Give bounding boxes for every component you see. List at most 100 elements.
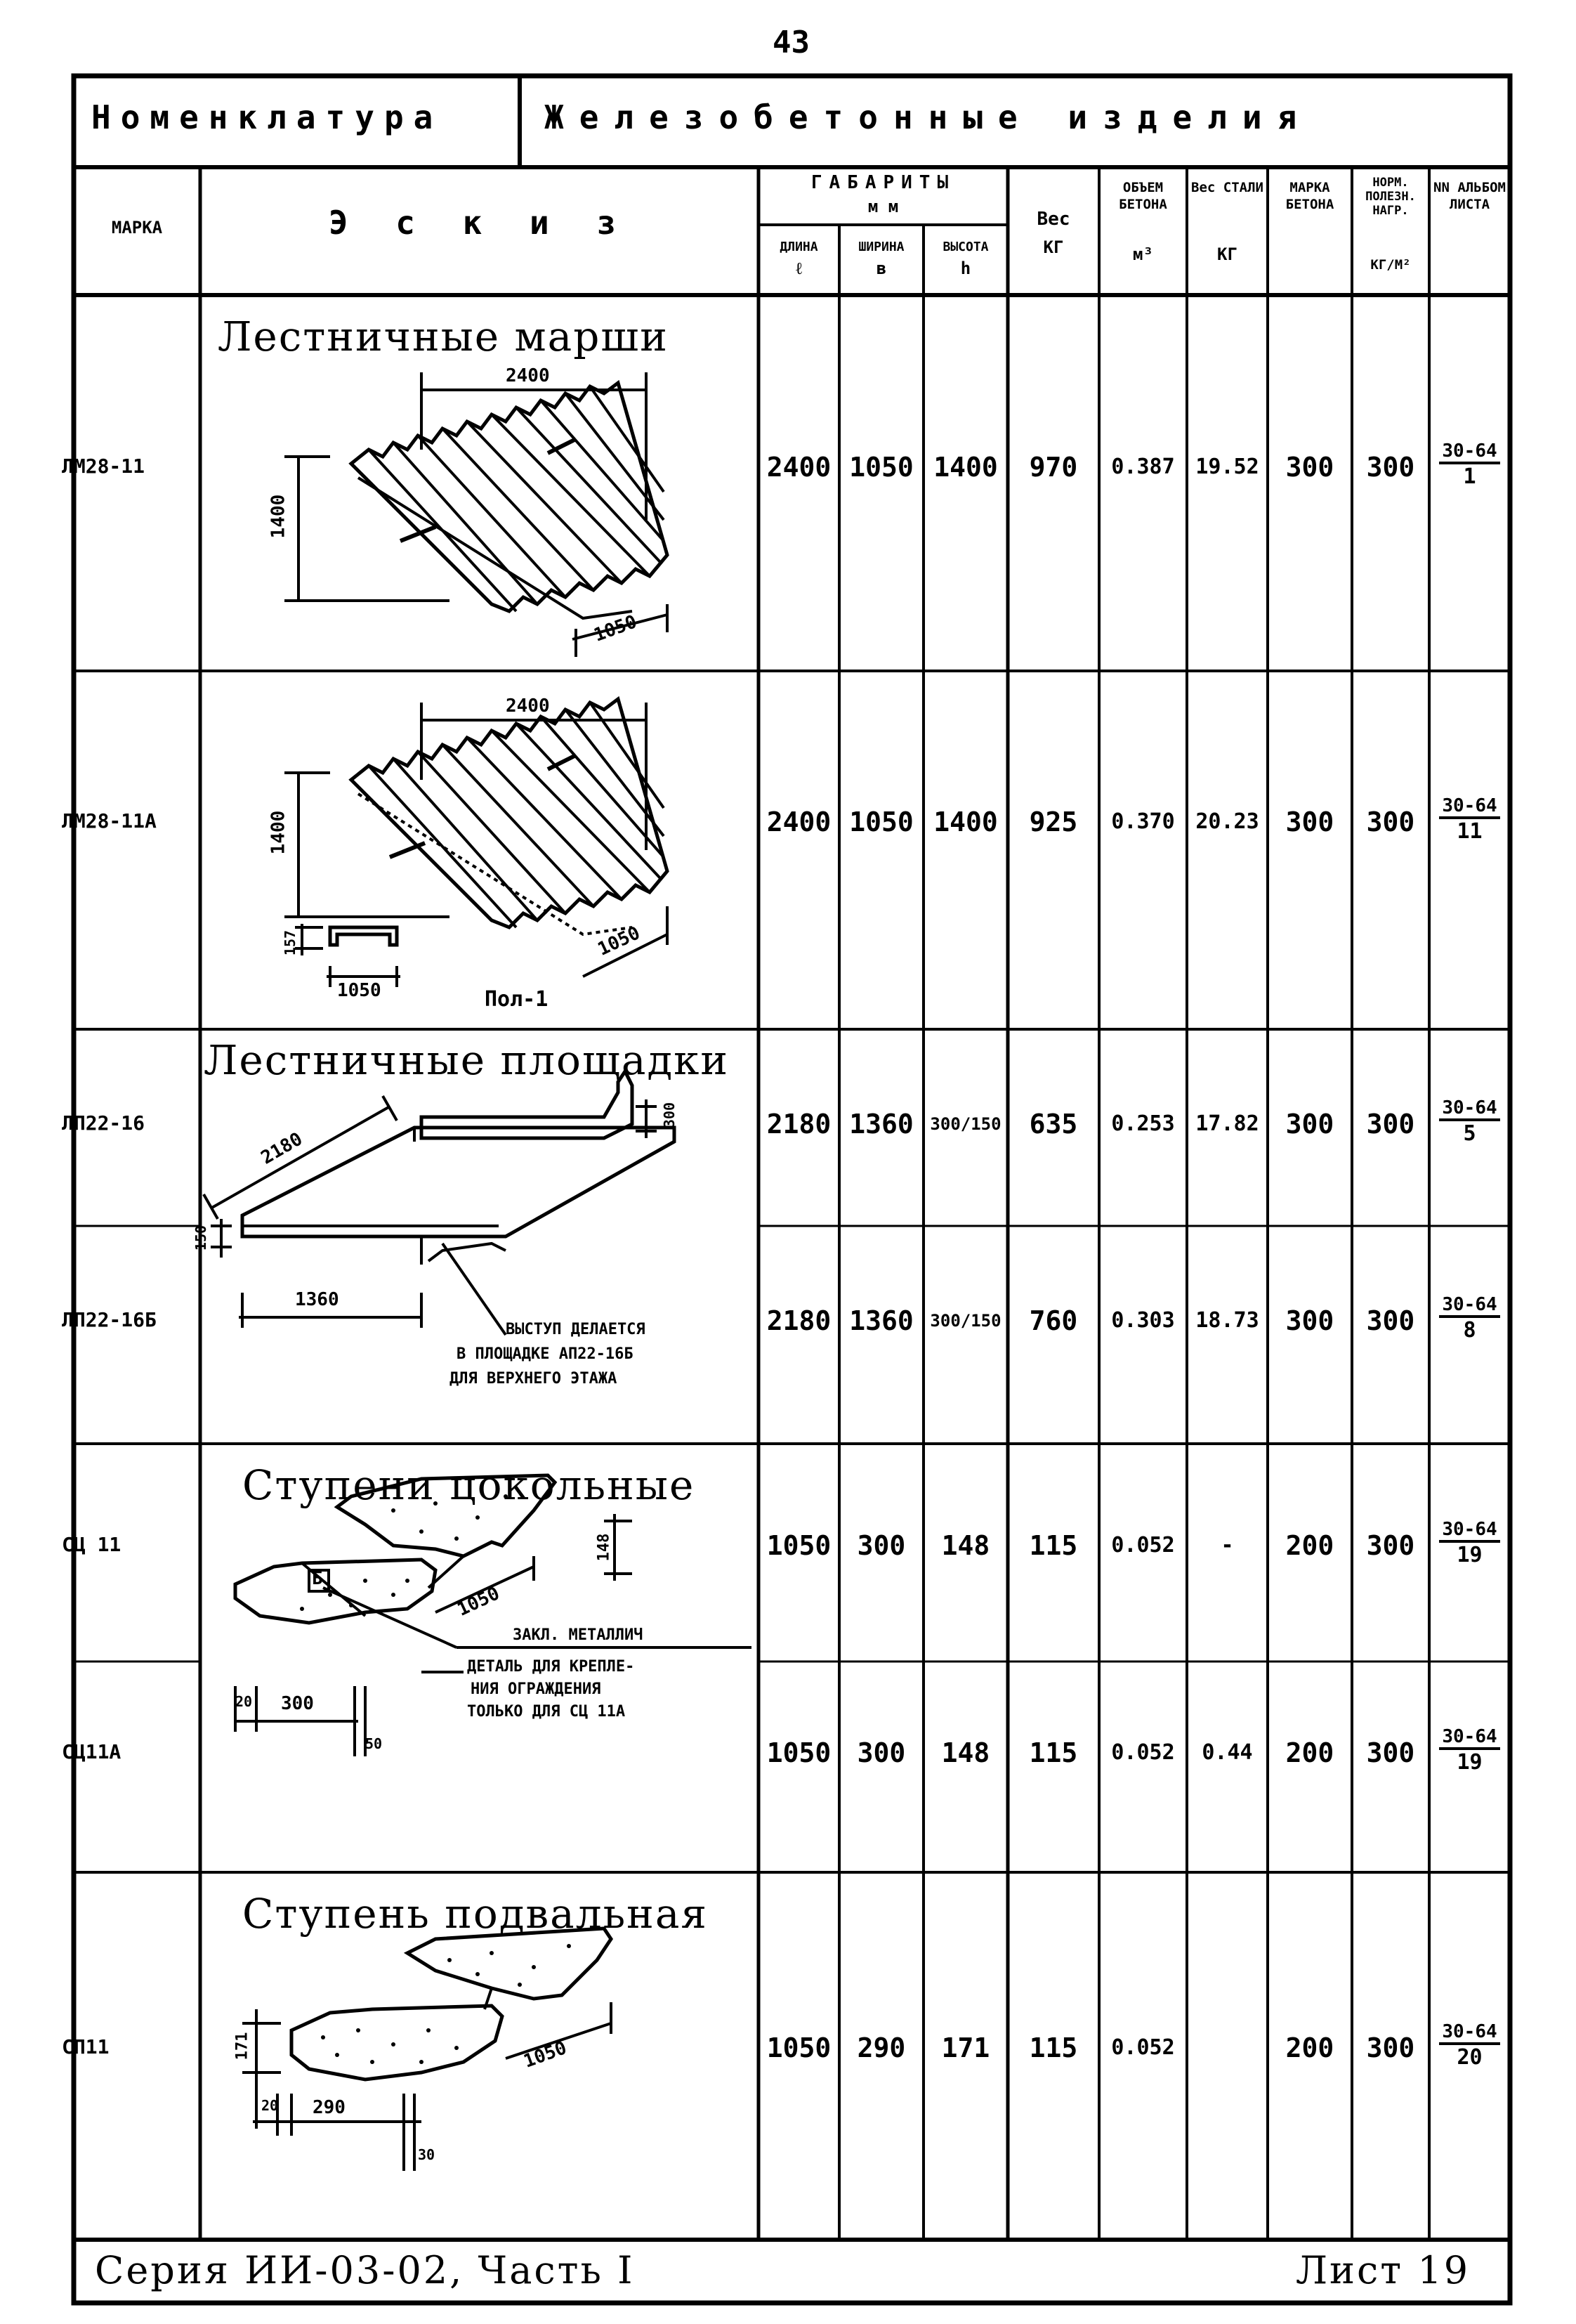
dim-label: 300 bbox=[661, 1102, 678, 1128]
series-label: Серия ИИ-03-02, Часть I bbox=[95, 2248, 635, 2292]
col-eskiz: Э с к и з bbox=[328, 204, 631, 242]
album-sheet: 11 bbox=[1457, 819, 1483, 844]
dim-label: 1400 bbox=[268, 494, 289, 539]
landing-sketch bbox=[202, 1068, 676, 1336]
dim-label: 290 bbox=[313, 2097, 346, 2118]
cell-shirina: 1050 bbox=[849, 452, 914, 483]
cell-ves: 925 bbox=[1029, 807, 1078, 837]
cell-norm: 300 bbox=[1366, 1737, 1415, 1768]
cell-dlina: 1050 bbox=[766, 2032, 832, 2063]
note-text: ДЛЯ ВЕРХНЕГО ЭТАЖА bbox=[449, 1370, 617, 1388]
cell-ves: 115 bbox=[1029, 1737, 1078, 1768]
cell-norm: 300 bbox=[1366, 1530, 1415, 1561]
cell-vysota: 1400 bbox=[933, 452, 998, 483]
cell-dlina: 2400 bbox=[766, 452, 832, 483]
col-norm: НОРМ. ПОЛЕЗН. НАГР. bbox=[1365, 176, 1416, 218]
album-sheet: 8 bbox=[1463, 1318, 1476, 1343]
dim-label: 1050 bbox=[337, 980, 381, 1001]
cell-stal: 18.73 bbox=[1195, 1308, 1259, 1333]
col-ves: Вес bbox=[1037, 209, 1070, 230]
dim-label: 148 bbox=[595, 1533, 613, 1562]
note-text: ДЕТАЛЬ ДЛЯ КРЕПЛЕ- bbox=[467, 1658, 635, 1676]
album-number: 30-64 bbox=[1439, 2021, 1500, 2045]
cell-stal: 19.52 bbox=[1195, 455, 1259, 479]
page-number: 43 bbox=[773, 25, 810, 60]
note-text: В ПЛОЩАДКЕ АП22-16Б bbox=[457, 1345, 633, 1363]
cell-shirina: 300 bbox=[857, 1530, 906, 1561]
cell-beton: 300 bbox=[1285, 452, 1334, 483]
cell-obem: 0.052 bbox=[1111, 1533, 1175, 1558]
plinth-step-sketch bbox=[233, 1473, 751, 1756]
note-text: ЗАКЛ. МЕТАЛЛИЧ bbox=[513, 1626, 643, 1644]
album-sheet: 19 bbox=[1457, 1750, 1483, 1775]
cell-obem: 0.387 bbox=[1111, 455, 1175, 479]
dim-label: 300 bbox=[281, 1693, 314, 1714]
cell-vysota: 148 bbox=[941, 1530, 990, 1561]
row-mark: ЛМ28-11А bbox=[62, 809, 157, 833]
dim-label: 1400 bbox=[268, 810, 289, 855]
cell-ves: 115 bbox=[1029, 2032, 1078, 2063]
cell-obem: 0.253 bbox=[1111, 1111, 1175, 1136]
dim-label: 50 bbox=[365, 1735, 383, 1752]
album-sheet: 5 bbox=[1463, 1121, 1476, 1146]
section-title-stair-flights: Лестничные марши bbox=[218, 313, 669, 360]
row-mark: СЦ11А bbox=[62, 1740, 122, 1763]
cell-dlina: 1050 bbox=[766, 1737, 832, 1768]
cell-shirina: 290 bbox=[857, 2032, 906, 2063]
col-shirina-symbol: в bbox=[876, 259, 887, 278]
cell-dlina: 2400 bbox=[766, 807, 832, 837]
dim-label: 2400 bbox=[506, 365, 550, 386]
dim-label: 30 bbox=[418, 2146, 435, 2163]
dim-label: 150 bbox=[192, 1225, 210, 1251]
sheet-label: Лист 19 bbox=[1296, 2248, 1471, 2292]
col-album: NN АЛЬБОМ ЛИСТА bbox=[1433, 180, 1506, 212]
cell-norm: 300 bbox=[1366, 807, 1415, 837]
col-shirina: ШИРИНА bbox=[858, 240, 905, 254]
col-ves-stali-unit: КГ bbox=[1217, 244, 1237, 264]
cell-ves: 115 bbox=[1029, 1530, 1078, 1561]
cell-norm: 300 bbox=[1366, 1109, 1415, 1140]
cell-dlina: 2180 bbox=[766, 1109, 832, 1140]
col-norm-unit: КГ/М² bbox=[1370, 257, 1411, 273]
section-title-landings: Лестничные площадки bbox=[204, 1036, 730, 1084]
section-label: Пол-1 bbox=[485, 987, 549, 1012]
cell-shirina: 1050 bbox=[849, 807, 914, 837]
album-number: 30-64 bbox=[1439, 1726, 1500, 1750]
cell-vysota: 1400 bbox=[933, 807, 998, 837]
part-letter: Б bbox=[312, 1568, 323, 1589]
nomenclature-label: Номенклатура bbox=[91, 98, 443, 136]
col-gabarity-unit: м м bbox=[867, 197, 899, 216]
album-sheet: 19 bbox=[1457, 1543, 1483, 1567]
col-gabarity: ГАБАРИТЫ bbox=[810, 172, 956, 193]
album-sheet: 1 bbox=[1463, 464, 1476, 489]
cell-shirina: 1360 bbox=[849, 1109, 914, 1140]
dim-label: 20 bbox=[261, 2097, 279, 2114]
cell-norm: 300 bbox=[1366, 2032, 1415, 2063]
document-title: Железобетонные изделия bbox=[544, 98, 1313, 136]
dim-label: 171 bbox=[233, 2032, 251, 2061]
cell-stal: - bbox=[1221, 1533, 1234, 1558]
cell-obem: 0.052 bbox=[1111, 2035, 1175, 2060]
album-number: 30-64 bbox=[1439, 795, 1500, 819]
section-title-plinth-steps: Ступени цокольные bbox=[242, 1461, 695, 1509]
section-title-basement-step: Ступень подвальная bbox=[242, 1890, 709, 1938]
col-ves-unit: КГ bbox=[1043, 237, 1064, 257]
cell-ves: 760 bbox=[1029, 1305, 1078, 1336]
cell-beton: 300 bbox=[1285, 807, 1334, 837]
album-sheet: 20 bbox=[1457, 2045, 1483, 2070]
dim-label: 1360 bbox=[295, 1289, 339, 1310]
basement-step-sketch bbox=[242, 1926, 614, 2171]
cell-shirina: 300 bbox=[857, 1737, 906, 1768]
cell-stal: 20.23 bbox=[1195, 809, 1259, 834]
cell-vysota: 300/150 bbox=[930, 1114, 1002, 1134]
row-mark: СЦ 11 bbox=[62, 1533, 122, 1556]
cell-ves: 970 bbox=[1029, 452, 1078, 483]
cell-obem: 0.370 bbox=[1111, 809, 1175, 834]
col-obem-unit: м³ bbox=[1133, 244, 1153, 264]
dim-label: 20 bbox=[235, 1693, 253, 1710]
